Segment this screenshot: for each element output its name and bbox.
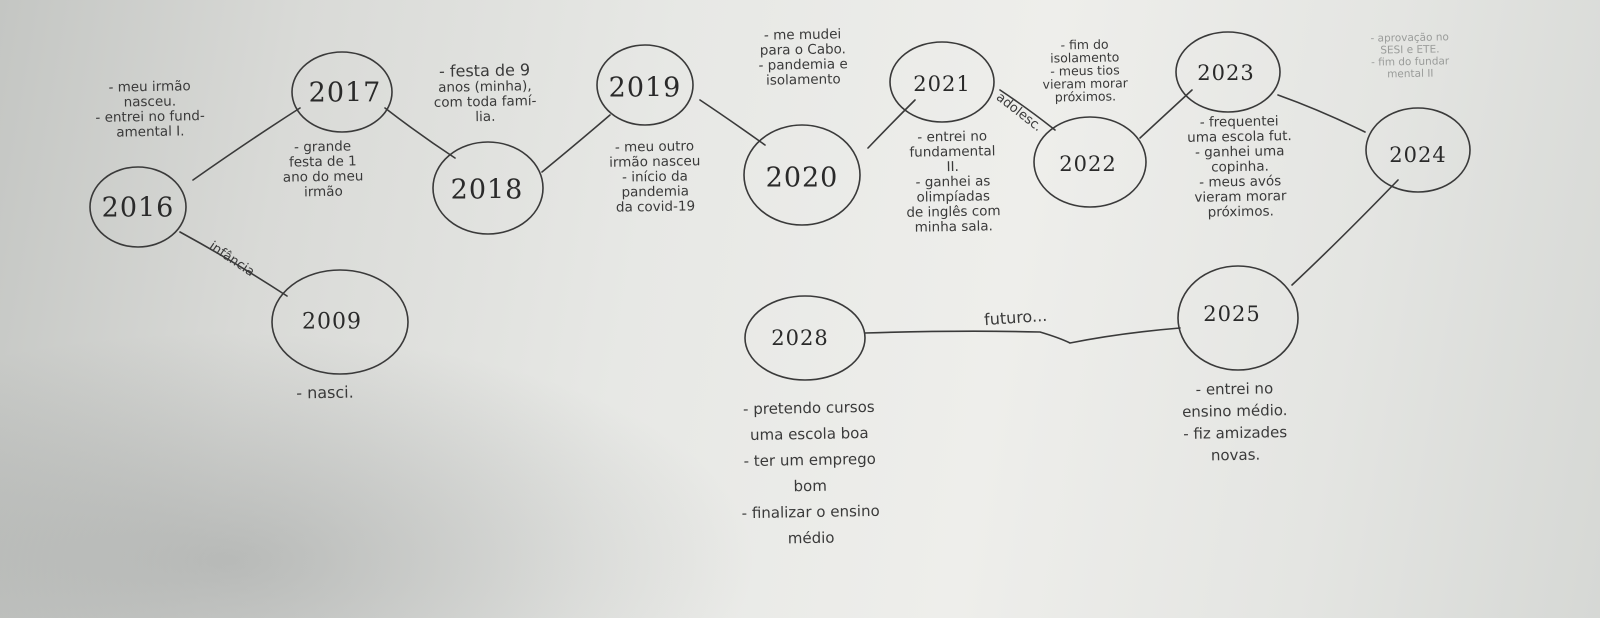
connector-2025-2028 <box>864 327 1181 344</box>
connector-2018-2019 <box>541 114 611 173</box>
year-label-2028: 2028 <box>771 326 829 350</box>
year-label-2018: 2018 <box>450 174 524 206</box>
connector-2024-2025 <box>1291 179 1399 286</box>
connector-2022-2023 <box>1139 89 1193 139</box>
year-label-2021: 2021 <box>913 72 971 96</box>
connector-2016-2009 <box>179 231 288 297</box>
hand-shadow <box>0 330 760 618</box>
circle-2016 <box>89 166 187 248</box>
year-label-2017: 2017 <box>308 77 382 109</box>
connector-2017-2018 <box>384 107 456 159</box>
connector-2016-2017 <box>192 107 301 181</box>
year-label-2016: 2016 <box>101 192 175 224</box>
connector-2019-2020 <box>699 99 766 146</box>
circle-2019 <box>596 44 694 126</box>
year-label-2024: 2024 <box>1389 143 1447 167</box>
connector-2020-2021 <box>867 99 916 149</box>
circle-2021 <box>889 41 995 123</box>
connector-2021-2022 <box>999 89 1056 131</box>
year-label-2020: 2020 <box>765 162 839 194</box>
year-label-2023: 2023 <box>1197 61 1255 85</box>
note-2009: - nasci. <box>296 382 354 403</box>
circle-2022 <box>1033 116 1147 208</box>
circle-2025 <box>1177 265 1299 371</box>
circle-2023 <box>1175 31 1281 113</box>
circle-2018 <box>432 141 544 235</box>
year-label-2025: 2025 <box>1203 302 1261 326</box>
connector-2023-2024 <box>1277 94 1366 133</box>
year-label-2019: 2019 <box>608 72 682 104</box>
circle-2009 <box>271 269 409 375</box>
circle-2028 <box>744 295 866 381</box>
circle-2024 <box>1365 107 1471 193</box>
year-label-2022: 2022 <box>1059 152 1117 176</box>
circle-2020 <box>743 124 861 226</box>
year-label-2009: 2009 <box>302 309 362 335</box>
circle-2017 <box>291 51 393 133</box>
